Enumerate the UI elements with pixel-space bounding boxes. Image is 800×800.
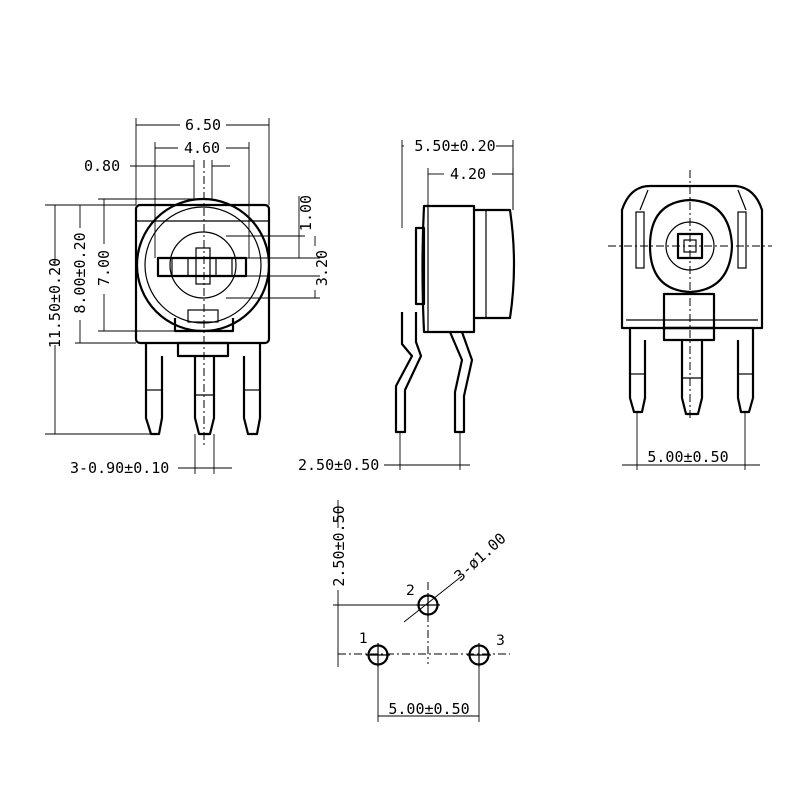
side-view: 5.50±0.20 4.20 2.50±0.50 [298,137,516,474]
pin-number-1: 1 [359,631,368,647]
dim-overall-height: 11.50±0.20 [46,258,64,348]
dim-pin-width: 3-0.90±0.10 [70,459,169,477]
front-rotor-inner [144,206,262,324]
rear-pin-block [662,292,716,330]
hole-leader-line [403,575,463,623]
dim-hole-diameter: 3-ø1.00 [451,529,510,585]
dim-footprint-row-offset: 2.50±0.50 [330,505,348,586]
dim-side-pin-offset: 2.50±0.50 [298,456,379,474]
pin-number-2: 2 [406,583,415,599]
pin-number-3: 3 [496,633,505,649]
dim-rotor-diameter: 7.00 [95,250,113,286]
dim-slot-width: 4.60 [184,139,220,157]
pcb-footprint: 3-ø1.00 1 2 3 2.50±0.50 5.00±0.50 [330,500,510,722]
dim-overall-width: 6.50 [185,116,221,134]
front-pin-1 [144,343,164,436]
dim-knob-depth: 4.20 [450,165,486,183]
dim-footprint-pin-pitch: 5.00±0.50 [388,700,469,718]
dim-rear-pin-pitch: 5.00±0.50 [647,448,728,466]
rear-view: 5.00±0.50 [608,170,772,470]
rear-pin-2 [680,340,704,416]
dim-slot-span: 3.20 [313,250,331,286]
rear-pin-1 [628,328,647,414]
front-hub [169,231,237,299]
front-view: 6.50 4.60 0.80 11.50±0.20 8.00±0.20 7.00 [45,116,331,477]
dim-overall-depth: 5.50±0.20 [414,137,495,155]
dim-pin-offset: 0.80 [84,157,120,175]
dim-slot-height: 1.00 [297,195,315,231]
side-leg-rear [448,331,474,434]
front-pin-3 [242,343,262,436]
front-slot [156,256,248,278]
front-pin-base [176,341,230,358]
dim-body-height: 8.00±0.20 [71,232,89,313]
side-knob [474,208,516,320]
side-body [421,204,476,334]
rear-body [620,184,764,330]
side-leg-front [394,312,423,434]
side-flange [414,226,426,306]
rear-pin-3 [736,328,755,414]
